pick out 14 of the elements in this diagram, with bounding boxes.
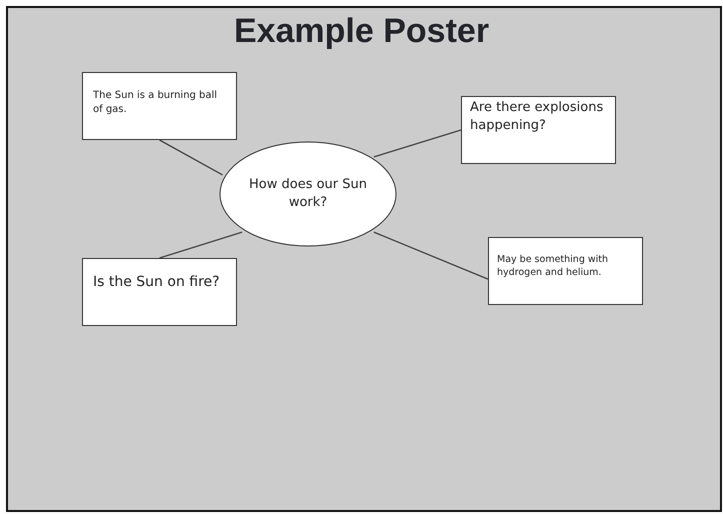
note-box [82, 72, 237, 140]
connector-line [159, 232, 242, 259]
note-box [82, 258, 237, 326]
node-text: The Sun is a burning ball of gas. [93, 89, 218, 116]
node-text: Is the Sun on fire? [93, 273, 221, 292]
node-text: May be something with hydrogen and helium. [497, 254, 610, 280]
poster-title: Example Poster [232, 12, 490, 51]
connector-line [374, 129, 462, 158]
note-box [488, 237, 643, 305]
connector-line [374, 232, 488, 280]
node-text: How does our Sun work? [249, 176, 367, 212]
connector-line [159, 139, 223, 176]
node-text: Are there explosions happening? [470, 99, 604, 134]
note-box [461, 96, 616, 164]
